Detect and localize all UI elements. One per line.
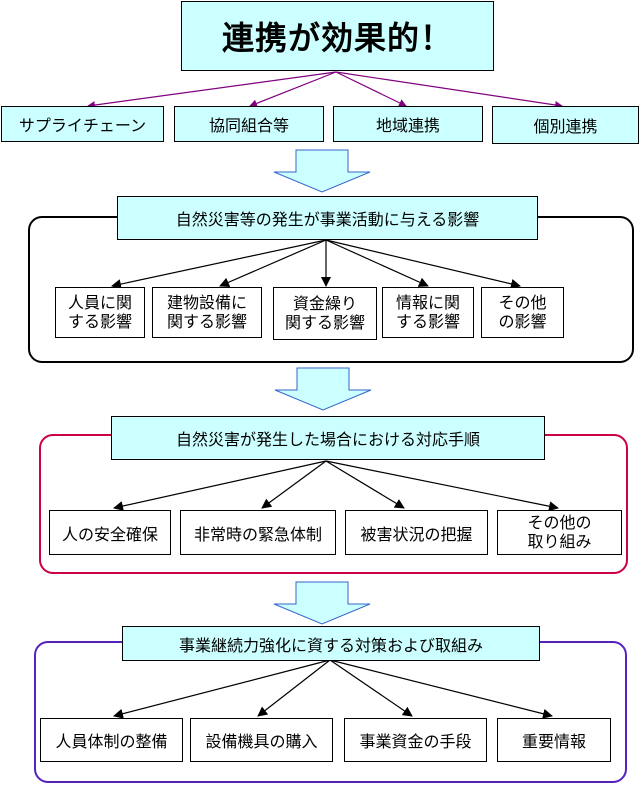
response-safety: 人の安全確保 [49, 510, 171, 555]
response-emergency-system: 非常時の緊急体制 [180, 510, 336, 555]
measure-funding: 事業資金の手段 [344, 718, 487, 762]
connector-line [113, 460, 327, 511]
down-arrow [274, 367, 372, 411]
measure-equipment: 設備機具の購入 [190, 718, 333, 762]
section1-header: 自然災害等の発生が事業活動に与える影響 [117, 196, 538, 240]
section3-header: 事業継続力強化に資する対策および取組み [122, 626, 540, 661]
connector-line [329, 659, 413, 717]
connector-line [325, 460, 559, 512]
impact-personnel: 人員に関 する影響 [55, 287, 145, 338]
connector-line [87, 71, 337, 110]
impact-funding: 資金繰り 関する影響 [273, 287, 377, 340]
connector-line [111, 239, 327, 289]
down-arrow [273, 581, 371, 625]
coop-individual: 個別連携 [492, 106, 639, 144]
response-damage-assessment: 被害状況の把握 [345, 510, 488, 555]
connector-line [219, 239, 327, 288]
connector-line [325, 460, 405, 509]
connector-line [335, 71, 563, 109]
measure-information: 重要情報 [497, 718, 611, 762]
connector-line [329, 659, 553, 719]
connector-line [113, 659, 331, 719]
connector-line [261, 460, 327, 509]
main-title: 連携が効果的！ [181, 1, 494, 71]
coop-regional: 地域連携 [333, 106, 483, 142]
coop-supply-chain: サプライチェーン [1, 106, 164, 142]
down-arrow [273, 149, 371, 193]
impact-information: 情報に関 する影響 [382, 287, 474, 338]
impact-facilities: 建物設備に 関する影響 [152, 287, 262, 338]
connector-line [335, 71, 407, 107]
coop-cooperative: 協同組合等 [174, 106, 324, 142]
response-other: その他の 取り組み [497, 510, 622, 555]
connector-line [325, 239, 521, 289]
connector-line [257, 659, 331, 717]
connector-line [249, 71, 337, 108]
section2-header: 自然災害が発生した場合における対応手順 [111, 416, 545, 460]
impact-other: その他 の影響 [481, 287, 564, 338]
measure-staffing: 人員体制の整備 [40, 718, 183, 762]
connector-line [325, 239, 429, 287]
